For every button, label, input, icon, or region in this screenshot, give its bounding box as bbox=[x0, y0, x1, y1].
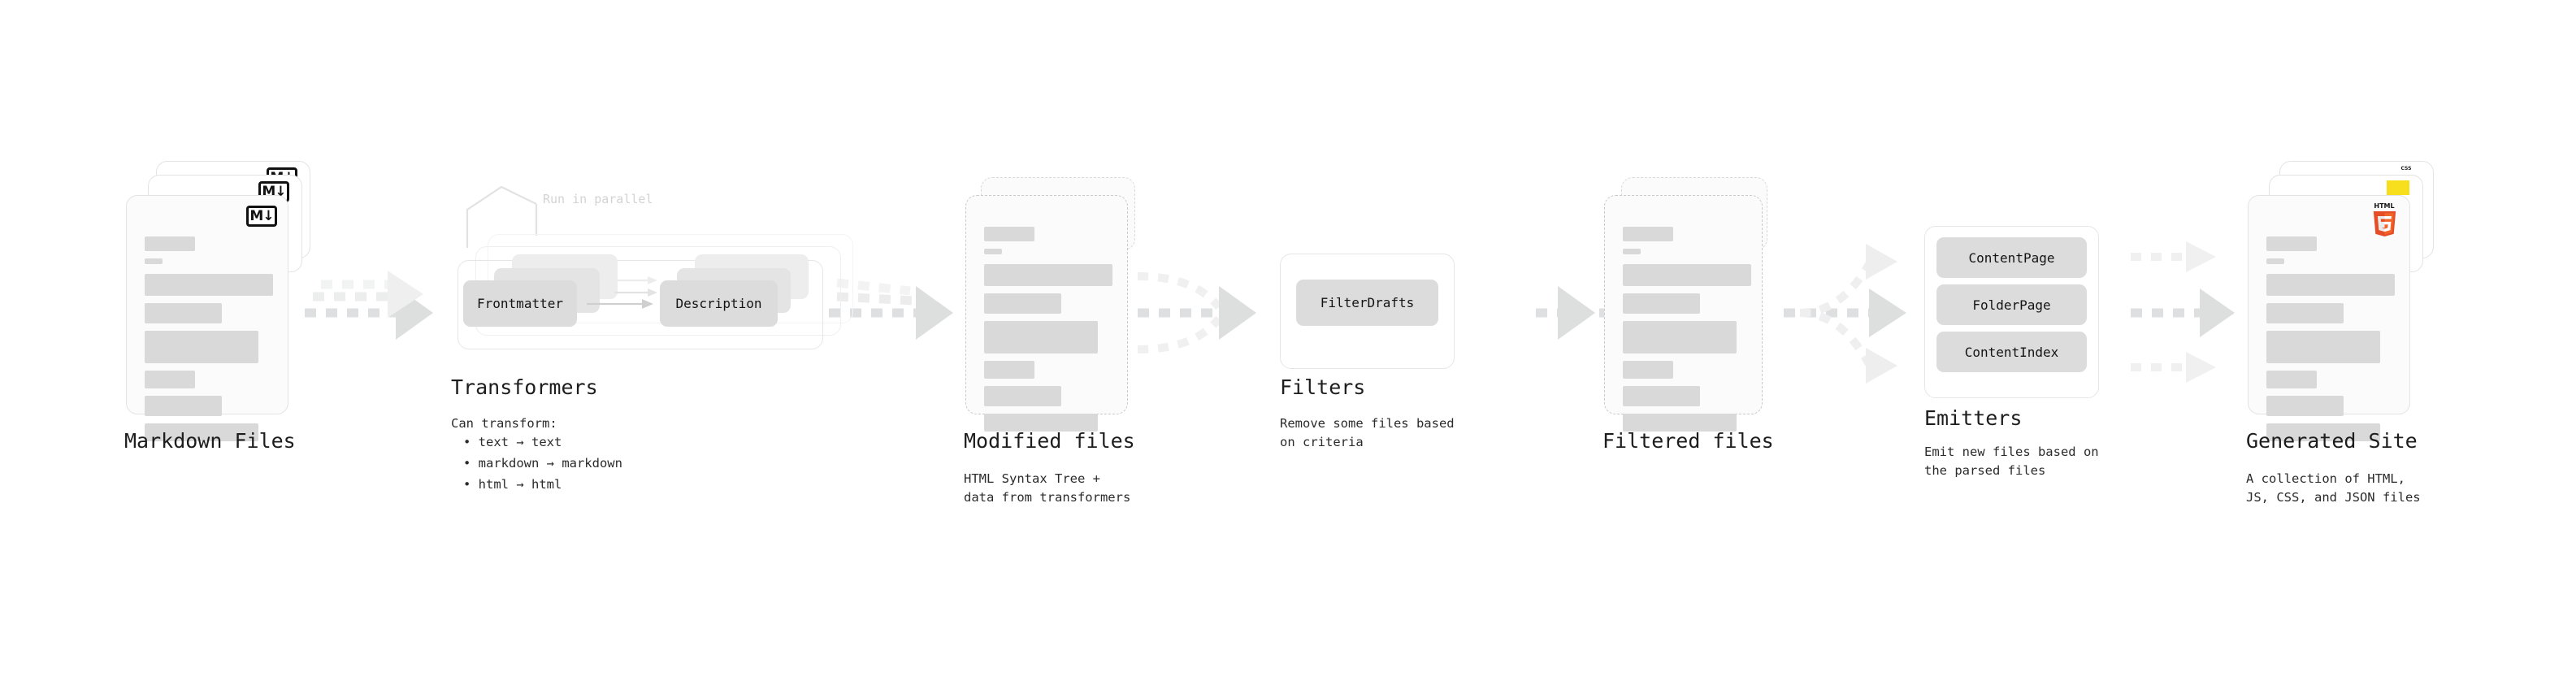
placeholder-bar bbox=[2266, 236, 2317, 251]
arrow-emitters-to-site bbox=[2131, 241, 2235, 383]
modified-files-subtitle: HTML Syntax Tree + data from transformer… bbox=[964, 471, 1131, 505]
emitter-chip-contentpage[interactable]: ContentPage bbox=[1936, 237, 2087, 278]
transformer-chip-frontmatter[interactable]: Frontmatter bbox=[463, 280, 577, 327]
placeholder-bar bbox=[984, 321, 1098, 354]
placeholder-bar bbox=[984, 386, 1061, 406]
filters-title: Filters bbox=[1280, 375, 1366, 399]
placeholder-bar bbox=[984, 361, 1034, 379]
placeholder-bar bbox=[1623, 249, 1641, 254]
placeholder-bar bbox=[145, 331, 258, 363]
placeholder-bar bbox=[984, 414, 1098, 432]
arrow-filtered-to-emitters bbox=[1784, 244, 1906, 384]
placeholder-bar bbox=[1623, 293, 1700, 314]
placeholder-bar bbox=[984, 264, 1112, 286]
placeholder-bar bbox=[2266, 331, 2380, 363]
markdown-icon: M↓ bbox=[246, 206, 277, 227]
placeholder-bar bbox=[2266, 371, 2317, 388]
placeholder-bar bbox=[1623, 264, 1751, 286]
transformers-bullet-1: • text → text bbox=[463, 435, 562, 449]
placeholder-bar bbox=[145, 236, 195, 251]
placeholder-bar bbox=[1623, 227, 1673, 241]
placeholder-bar bbox=[145, 303, 222, 323]
placeholder-bar bbox=[1623, 386, 1700, 406]
placeholder-bar bbox=[145, 371, 195, 388]
site-card-front[interactable]: HTML bbox=[2248, 195, 2410, 441]
site-card-content bbox=[2266, 236, 2395, 449]
transformers-bullet-3: • html → html bbox=[463, 477, 562, 492]
javascript-icon bbox=[2387, 180, 2409, 195]
placeholder-bar bbox=[1623, 414, 1737, 432]
transformer-chip-description[interactable]: Description bbox=[660, 280, 778, 327]
placeholder-bar bbox=[145, 274, 273, 296]
placeholder-bar bbox=[145, 396, 222, 416]
run-in-parallel-label: Run in parallel bbox=[543, 192, 653, 206]
placeholder-bar bbox=[145, 423, 258, 441]
placeholder-bar bbox=[1623, 361, 1673, 379]
filtered-files-title: Filtered files bbox=[1602, 429, 1774, 453]
placeholder-bar bbox=[2266, 423, 2380, 441]
placeholder-bar bbox=[2266, 258, 2284, 264]
html5-shield-icon bbox=[2373, 211, 2396, 236]
transformers-box[interactable] bbox=[458, 260, 823, 349]
emitters-title: Emitters bbox=[1924, 406, 2023, 430]
emitter-chip-contentindex[interactable]: ContentIndex bbox=[1936, 332, 2087, 372]
markdown-card-front[interactable]: M↓ bbox=[126, 195, 288, 441]
placeholder-bar bbox=[984, 249, 1002, 254]
placeholder-bar bbox=[145, 258, 163, 264]
emitters-box[interactable] bbox=[1924, 226, 2099, 398]
filtered-card-front[interactable] bbox=[1604, 195, 1763, 432]
placeholder-bar bbox=[984, 293, 1061, 314]
placeholder-bar bbox=[1623, 321, 1737, 354]
generated-site-subtitle: A collection of HTML, JS, CSS, and JSON … bbox=[2246, 471, 2421, 505]
emitter-chip-folderpage[interactable]: FolderPage bbox=[1936, 284, 2087, 325]
html5-icon-label: HTML bbox=[2374, 202, 2395, 210]
transformers-bullet-2: • markdown → markdown bbox=[463, 456, 622, 471]
markdown-files-title: Markdown Files bbox=[124, 429, 296, 453]
filters-box[interactable] bbox=[1280, 254, 1455, 369]
placeholder-bar bbox=[2266, 396, 2344, 416]
emitters-subtitle: Emit new files based on the parsed files bbox=[1924, 445, 2099, 478]
arrow-markdown-to-transformers bbox=[305, 271, 433, 340]
placeholder-bar bbox=[2266, 303, 2344, 323]
transformers-title: Transformers bbox=[451, 375, 598, 399]
filters-subtitle: Remove some files based on criteria bbox=[1280, 416, 1455, 449]
generated-site-title: Generated Site bbox=[2246, 429, 2418, 453]
filter-chip-filterdrafts[interactable]: FilterDrafts bbox=[1296, 280, 1438, 326]
html5-icon: HTML bbox=[2370, 202, 2398, 238]
filtered-card-content bbox=[1623, 227, 1751, 439]
arrow-modified-to-filters bbox=[1137, 272, 1256, 354]
transformers-subtitle: Can transform: bbox=[451, 416, 557, 431]
markdown-card-content bbox=[145, 236, 273, 449]
placeholder-bar bbox=[2266, 274, 2395, 296]
placeholder-bar bbox=[984, 227, 1034, 241]
modified-card-front[interactable] bbox=[965, 195, 1128, 432]
modified-card-content bbox=[984, 227, 1112, 439]
modified-files-title: Modified files bbox=[964, 429, 1135, 453]
